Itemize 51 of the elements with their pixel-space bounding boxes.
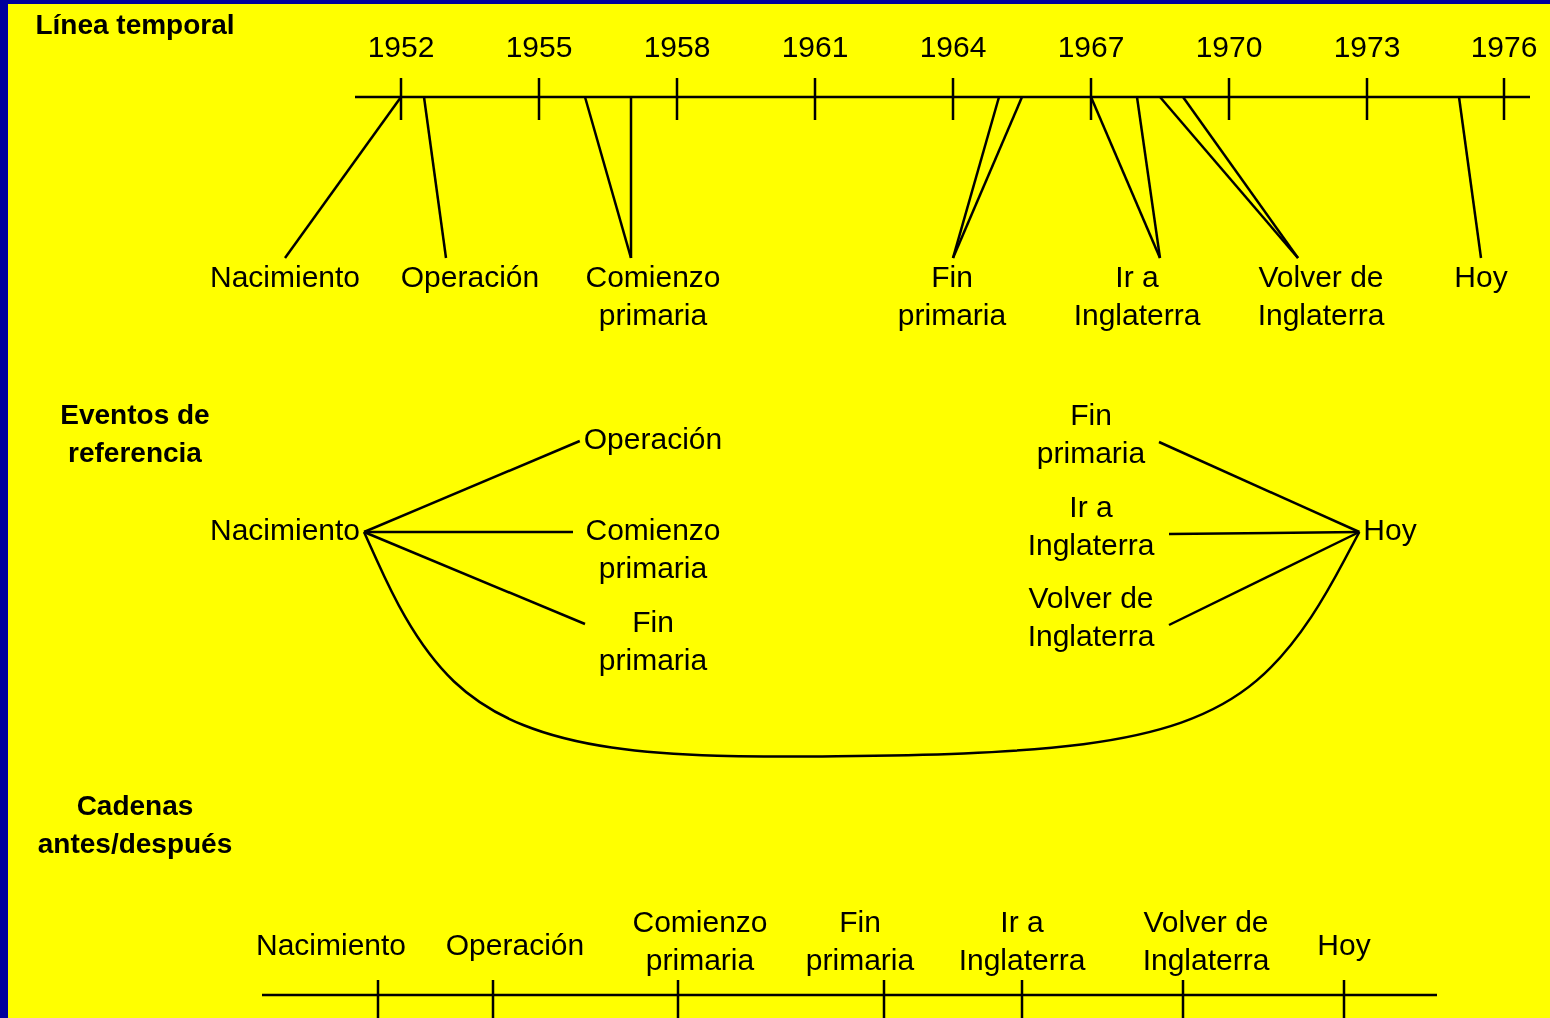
connector-line <box>1158 440 1360 534</box>
leader-line <box>629 97 633 258</box>
event-label: Operación <box>583 420 723 458</box>
connector-line <box>1169 530 1360 536</box>
leader-line <box>1182 96 1299 259</box>
event-label: Comienzo primaria <box>577 258 729 334</box>
year-label: 1973 <box>1333 29 1401 65</box>
event-label: Fin primaria <box>589 603 717 679</box>
section-heading: Cadenas antes/después <box>36 789 234 861</box>
year-label: 1970 <box>1195 29 1263 65</box>
connector-line <box>363 530 586 626</box>
event-label: Hoy <box>1317 927 1371 963</box>
year-label: 1967 <box>1057 29 1125 65</box>
section-heading: Eventos de referencia <box>59 398 211 470</box>
leader-line <box>1089 96 1162 259</box>
event-label: Nacimiento <box>255 927 407 963</box>
leader-line <box>951 96 1024 259</box>
event-label: Fin primaria <box>804 904 916 978</box>
year-label: 1976 <box>1470 29 1538 65</box>
connector-line <box>364 530 573 534</box>
leader-line <box>422 96 448 259</box>
connector-line <box>363 439 581 534</box>
event-label: Comienzo primaria <box>577 511 729 587</box>
section-heading: Línea temporal <box>35 8 235 42</box>
event-label: Operación <box>400 258 540 296</box>
event-label: Ir a Inglaterra <box>957 904 1087 978</box>
event-label: Fin primaria <box>888 258 1016 334</box>
year-label: 1964 <box>919 29 987 65</box>
year-label: 1961 <box>781 29 849 65</box>
event-label: Nacimiento <box>209 258 361 296</box>
event-label: Nacimiento <box>209 511 361 549</box>
year-label: 1958 <box>643 29 711 65</box>
leader-line <box>1135 96 1162 259</box>
event-label: Fin primaria <box>1027 396 1155 472</box>
connector-line <box>362 531 1361 758</box>
leader-line <box>1457 96 1483 259</box>
event-label: Ir a Inglaterra <box>1063 258 1211 334</box>
leader-line <box>284 96 402 259</box>
event-label: Volver de Inglaterra <box>1247 258 1395 334</box>
leader-line <box>951 96 1001 259</box>
event-label: Hoy <box>1363 511 1417 549</box>
connector-line <box>1168 530 1360 627</box>
event-label: Hoy <box>1454 258 1508 296</box>
year-label: 1955 <box>505 29 573 65</box>
event-label: Ir a Inglaterra <box>1017 488 1165 564</box>
event-label: Volver de Inglaterra <box>1017 579 1165 655</box>
leader-line <box>583 96 633 259</box>
event-label: Comienzo primaria <box>631 904 769 978</box>
event-label: Volver de Inglaterra <box>1141 904 1271 978</box>
event-label: Operación <box>445 927 585 963</box>
year-label: 1952 <box>367 29 435 65</box>
